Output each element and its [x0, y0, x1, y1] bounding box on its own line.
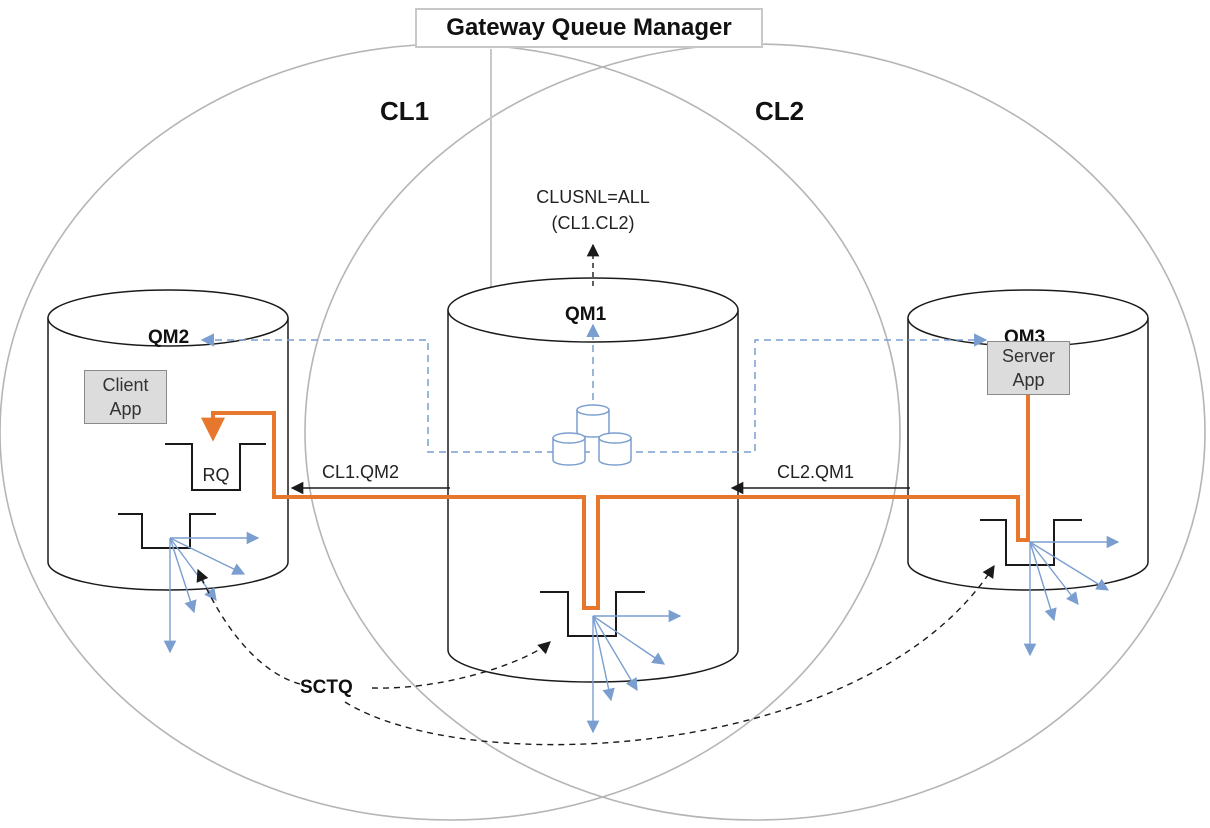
channel-cl2-qm1-label: CL2.QM1: [777, 462, 854, 482]
server-app-line2: App: [1012, 370, 1045, 390]
qm1-transmit-queue: [540, 591, 645, 637]
reply-queue-label: RQ: [203, 465, 230, 485]
qm2-name: QM2: [148, 327, 189, 348]
sctq-pointers: [196, 564, 995, 746]
channel-cl1-qm2-label: CL1.QM2: [322, 462, 399, 482]
namelist-line1: CLUSNL=ALL: [536, 187, 650, 207]
qm2-queue-fanout: [163, 531, 260, 654]
sctq-label: SCTQ: [300, 677, 353, 698]
full-repository-icon: [552, 404, 632, 466]
reply-queue: [165, 443, 266, 491]
qm1-queue-fanout: [586, 609, 682, 734]
cluster-cl2-label: CL2: [755, 96, 804, 126]
server-app-line1: Server: [1001, 346, 1055, 366]
server-app-box: Server App: [987, 341, 1070, 395]
qm3-queue-fanout: [1023, 535, 1120, 657]
qm2-transmit-queue: [118, 513, 216, 549]
client-app-line1: Client: [102, 375, 149, 395]
client-app-box: Client App: [84, 370, 167, 424]
client-app-line2: App: [109, 399, 142, 419]
qm1-name: QM1: [565, 304, 607, 325]
message-route: [201, 395, 1030, 610]
gateway-queue-manager-label: Gateway Queue Manager: [415, 8, 763, 48]
namelist-line2: (CL1.CL2): [551, 213, 634, 233]
repository-links: [200, 323, 988, 453]
cluster-cl1-label: CL1: [380, 96, 429, 126]
